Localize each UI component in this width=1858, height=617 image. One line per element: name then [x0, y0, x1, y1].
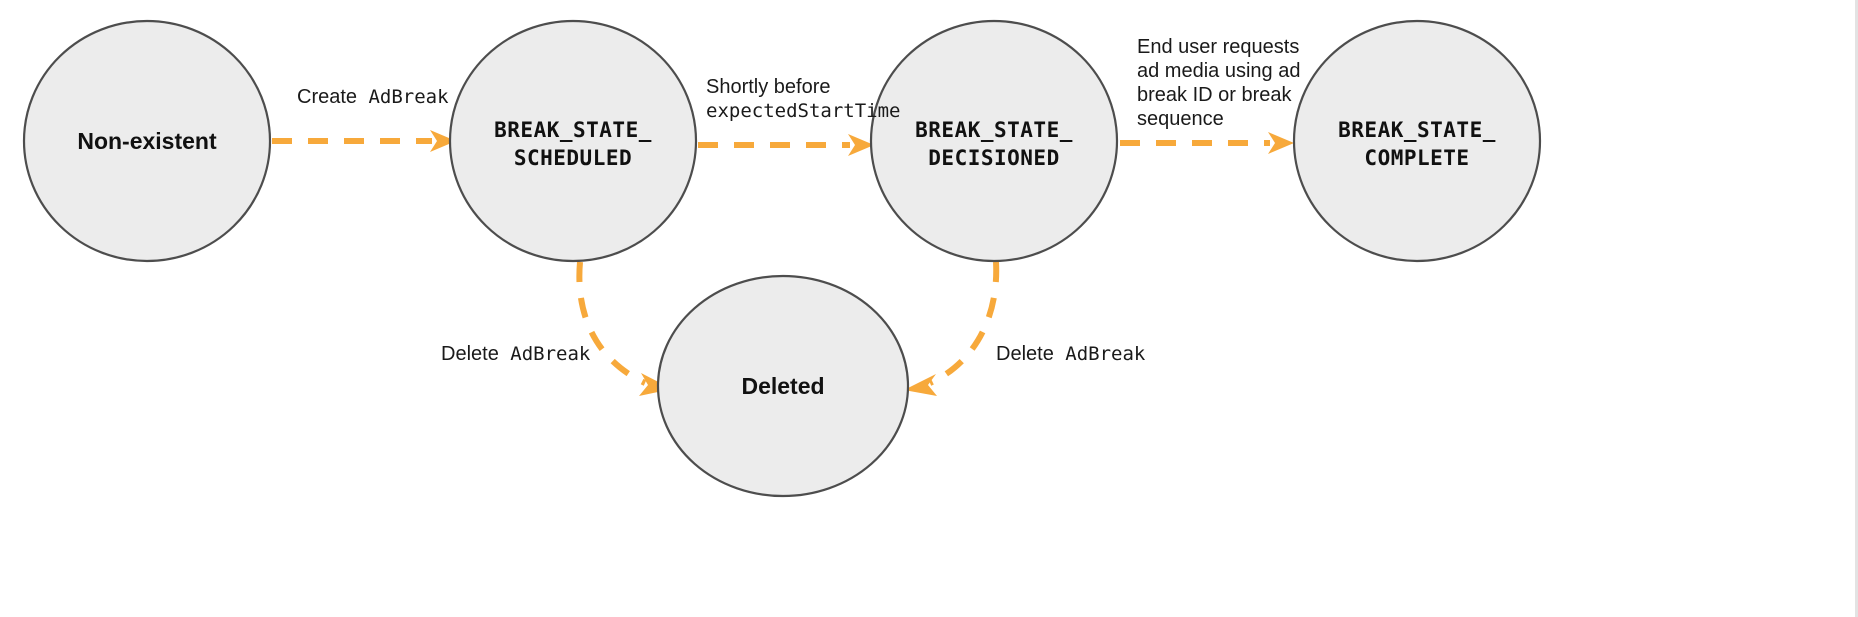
- node-non-existent[interactable]: Non-existent: [22, 19, 272, 263]
- edge-delete-from-decisioned: [904, 261, 1000, 396]
- edge-label-end-user-requests-line2: ad media using ad: [1137, 60, 1300, 82]
- edge-label-end-user-requests-line4: sequence: [1137, 108, 1224, 130]
- edge-label-delete-adbreak-from-scheduled: Delete AdBreak: [441, 343, 591, 365]
- edge-shortly-before-expected-start-time-arrowhead: [848, 134, 874, 156]
- edge-delete-adbreak-from-decisioned-arrowhead: [904, 374, 937, 396]
- node-break-state-complete-shape[interactable]: [1292, 19, 1542, 263]
- node-deleted-label: Deleted: [741, 373, 824, 399]
- edge-delete-adbreak-from-scheduled-line: [576, 261, 647, 386]
- edge-label-create-adbreak-plain: Create: [297, 86, 357, 108]
- edge-label-create-adbreak-mono: AdBreak: [368, 86, 449, 108]
- edge-label-delete-adbreak-left-plain: Delete: [441, 343, 499, 365]
- node-break-state-scheduled-label-line2: SCHEDULED: [514, 146, 632, 170]
- node-break-state-decisioned-shape[interactable]: [869, 19, 1119, 263]
- edge-label-expected-start-time-line2: expectedStartTime: [706, 100, 900, 122]
- edge-end-user-requests-line: [1120, 132, 1294, 154]
- edge-label-delete-adbreak-right-plain: Delete: [996, 343, 1054, 365]
- node-break-state-decisioned[interactable]: BREAK_STATE_ DECISIONED: [869, 19, 1119, 263]
- edge-label-create-adbreak-text: Create AdBreak: [297, 86, 449, 108]
- node-break-state-complete-label-line2: COMPLETE: [1364, 146, 1469, 170]
- edge-shortly-before-line: [698, 134, 874, 156]
- edge-label-create-adbreak: Create AdBreak: [297, 86, 449, 108]
- edge-label-shortly-before-line1: Shortly before: [706, 76, 831, 98]
- edge-create-adbreak: [272, 130, 456, 152]
- node-break-state-decisioned-label-line1: BREAK_STATE_: [915, 118, 1073, 142]
- edge-label-delete-adbreak-left-mono: AdBreak: [510, 343, 591, 365]
- node-break-state-complete-label-line1: BREAK_STATE_: [1338, 118, 1496, 142]
- node-deleted-shape[interactable]: [656, 274, 910, 498]
- edge-label-end-user-requests-ad-media: End user requests ad media using ad brea…: [1137, 36, 1300, 130]
- node-non-existent-label: Non-existent: [77, 128, 217, 154]
- node-non-existent-shape[interactable]: [22, 19, 272, 263]
- edge-label-end-user-requests-line3: break ID or break: [1137, 84, 1293, 106]
- node-break-state-complete[interactable]: BREAK_STATE_ COMPLETE: [1292, 19, 1542, 263]
- node-break-state-decisioned-label-line2: DECISIONED: [928, 146, 1059, 170]
- edge-delete-adbreak-from-decisioned-line: [928, 261, 1000, 386]
- edge-label-end-user-requests-line1: End user requests: [1137, 36, 1299, 58]
- edge-create-adbreak-arrowhead: [430, 130, 456, 152]
- node-break-state-scheduled-shape[interactable]: [448, 19, 698, 263]
- edge-end-user-requests-ad-media-arrowhead: [1268, 132, 1294, 154]
- edge-label-shortly-before-expected-start-time: Shortly before expectedStartTime: [706, 76, 900, 122]
- edge-label-delete-adbreak-right-text: Delete AdBreak: [996, 343, 1146, 365]
- node-deleted[interactable]: Deleted: [656, 274, 910, 498]
- edge-label-delete-adbreak-from-decisioned: Delete AdBreak: [996, 343, 1146, 365]
- node-break-state-scheduled-label-line1: BREAK_STATE_: [494, 118, 652, 142]
- edge-label-delete-adbreak-right-mono: AdBreak: [1065, 343, 1146, 365]
- node-break-state-scheduled[interactable]: BREAK_STATE_ SCHEDULED: [448, 19, 698, 263]
- edge-label-delete-adbreak-left-text: Delete AdBreak: [441, 343, 591, 365]
- right-edge-divider: [1855, 0, 1858, 617]
